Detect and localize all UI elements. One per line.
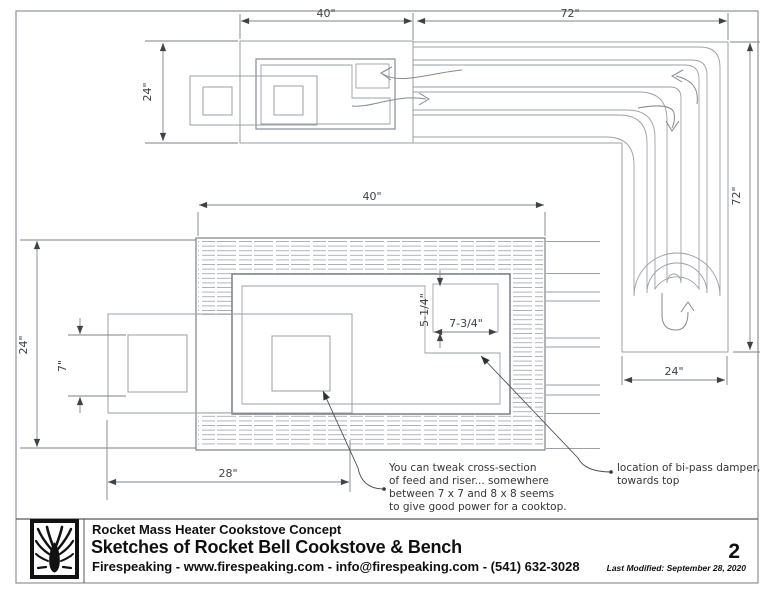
dim-feed-opening: 7" <box>56 360 69 372</box>
top-view-drawing <box>189 40 729 353</box>
dim-bottom-stove-width: 40" <box>362 190 381 203</box>
bottom-stove-body <box>195 237 546 451</box>
page-number: 2 <box>728 540 740 563</box>
flow-arrow-exit-tail <box>382 69 463 80</box>
bench-duct-runs <box>413 46 721 297</box>
note-feed-line3: between 7 x 7 and 8 x 8 seems <box>389 488 554 500</box>
flow-arrow-out-tail <box>351 97 427 107</box>
page-border <box>15 10 759 584</box>
top-bypass-port <box>355 63 390 89</box>
project-kicker: Rocket Mass Heater Cookstove Concept <box>92 522 342 537</box>
flow-arrow-uturn-tail <box>661 293 689 331</box>
dim-bypass-depth: 5-1/4" <box>418 293 431 327</box>
flow-arrow-corner1-icon <box>670 69 684 83</box>
flow-arrows <box>351 66 698 331</box>
bottom-feed-tube <box>127 334 188 393</box>
flow-arrow-out-icon <box>418 92 430 106</box>
note-bypass-line2: towards top <box>617 475 680 487</box>
note-feed-line1: You can tweak cross-section <box>388 462 536 474</box>
bottom-bell-interior <box>241 285 501 405</box>
dim-bypass-width: 7-3/4" <box>449 317 483 330</box>
flow-arrow-corner2-icon <box>665 120 680 132</box>
flow-arrow-uturn-icon <box>680 301 695 313</box>
dim-top-bench-end: 24" <box>664 365 683 378</box>
top-bell-wall <box>255 58 396 130</box>
annotation-leaders <box>322 355 613 491</box>
duct-stub-lines <box>546 241 600 449</box>
note-feed-riser: You can tweak cross-section of feed and … <box>388 462 567 513</box>
bottom-riser <box>271 335 331 392</box>
sheet-title: Sketches of Rocket Bell Cookstove & Benc… <box>91 537 462 557</box>
dim-bottom-stove-depth: 24" <box>17 335 30 354</box>
feed-wall-gap <box>197 315 234 412</box>
top-stove-body <box>239 40 414 144</box>
top-riser <box>273 85 304 116</box>
top-view-dimensions <box>145 13 760 385</box>
note-feed-line4: to give good power for a cooktop. <box>389 501 567 513</box>
note-bypass-line1: location of bi-pass damper, <box>617 462 760 474</box>
top-feed-tube <box>202 86 233 116</box>
bottom-view-drawing <box>107 237 600 451</box>
dim-top-bench-length: 72" <box>560 7 579 20</box>
bench-outline <box>413 41 729 353</box>
flow-arrow-corner2-tail <box>637 105 675 129</box>
bottom-feed-assembly <box>107 313 353 414</box>
leader-feed-note <box>322 390 385 490</box>
contact-line: Firespeaking - www.firespeaking.com - in… <box>92 559 580 574</box>
last-modified: Last Modified: September 28, 2020 <box>606 563 746 573</box>
bottom-view-dimensions <box>20 201 546 500</box>
flow-arrow-corner1-tail <box>675 75 698 105</box>
flow-arrow-exit-icon <box>380 66 393 81</box>
note-feed-line2: of feed and riser... somewhere <box>389 475 549 487</box>
insulation-hatch <box>198 240 543 448</box>
dim-top-stove-depth: 24" <box>141 82 154 101</box>
dim-top-bench-right: 72" <box>730 186 743 205</box>
title-block-frame <box>16 518 758 583</box>
firespeaking-logo <box>30 519 79 579</box>
note-bypass: location of bi-pass damper, towards top <box>617 462 760 487</box>
leader-bypass-note <box>480 355 612 473</box>
dim-top-stove-width: 40" <box>316 7 335 20</box>
top-feed-assembly <box>189 75 318 126</box>
bottom-bell-wall <box>231 273 511 415</box>
top-bell-interior <box>260 64 391 125</box>
dim-feed-assembly-length: 28" <box>218 467 237 480</box>
